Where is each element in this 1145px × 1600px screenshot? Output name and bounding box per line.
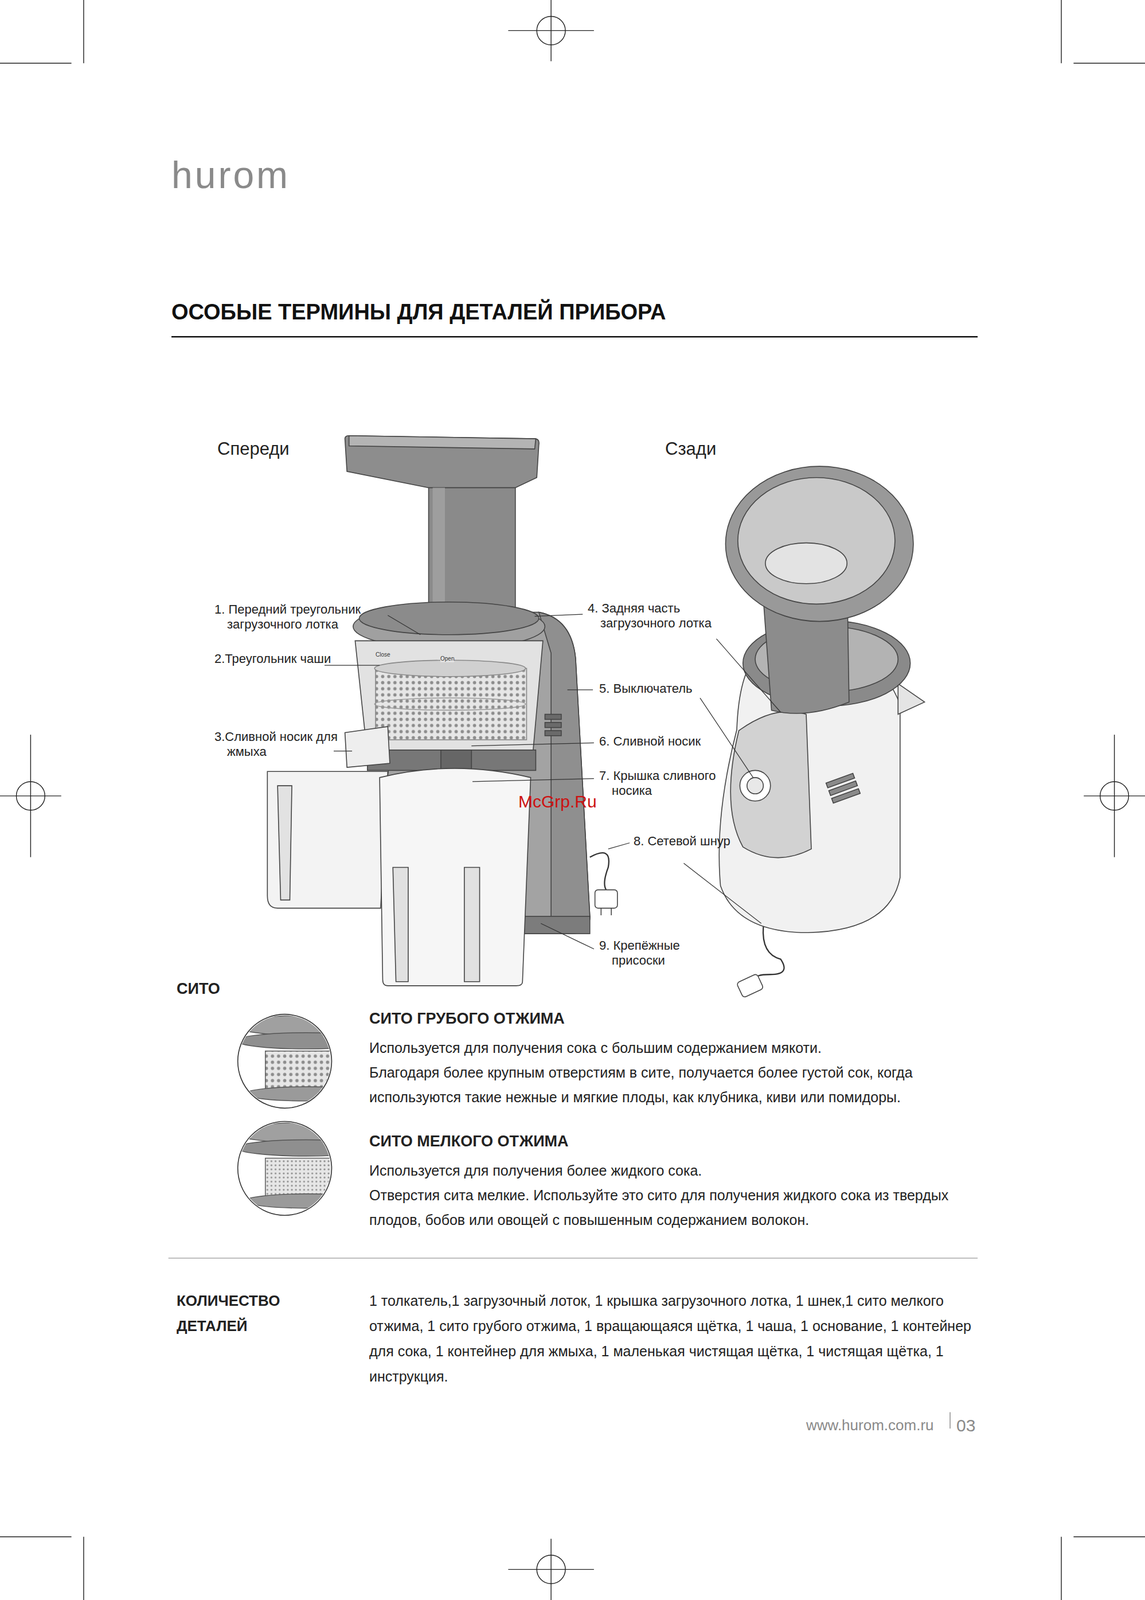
footer-url: www.hurom.com.ru xyxy=(806,1416,935,1434)
callout-label: 3.Сливной носик для жмыха xyxy=(214,729,346,760)
callout-label: 1. Передний треугольник загрузочного лот… xyxy=(214,602,397,633)
bowl-marking: Close xyxy=(375,651,391,659)
view-label: Сзади xyxy=(665,438,717,460)
parts-list: 1 толкатель,1 загрузочный лоток, 1 крышк… xyxy=(369,1287,983,1389)
sieve-text: Отверстия сита мелкие. Используйте это с… xyxy=(369,1182,1000,1233)
callout-label: 5. Выключатель xyxy=(599,681,693,697)
callout-label: 7. Крышка сливного носика xyxy=(599,768,737,799)
callout-label: 6. Сливной носик xyxy=(599,733,701,749)
sieve-text: Используется для получения более жидкого… xyxy=(369,1158,1000,1183)
section-heading: КОЛИЧЕСТВО ДЕТАЛЕЙ xyxy=(176,1287,309,1339)
page-title: ОСОБЫЕ ТЕРМИНЫ ДЛЯ ДЕТАЛЕЙ ПРИБОРА xyxy=(171,299,667,326)
callout-label: 4. Задняя часть загрузочного лотка xyxy=(587,600,748,632)
callout-label: 8. Сетевой шнур xyxy=(633,833,734,849)
callout-label: 9. Крепёжные присоски xyxy=(599,938,718,969)
logo: hurom xyxy=(171,155,291,194)
section-heading: СИТО xyxy=(176,979,221,998)
bowl-marking: Open xyxy=(440,655,455,663)
callout-label: 2.Треугольник чаши xyxy=(214,651,334,667)
view-label: Спереди xyxy=(217,438,290,460)
sieve-text: Используется для получения сока с больши… xyxy=(369,1035,1000,1061)
sieve-text: Благодаря более крупным отверстиям в сит… xyxy=(369,1060,1000,1110)
sieve-heading: СИТО МЕЛКОГО ОТЖИМА xyxy=(369,1131,569,1151)
page-number: 03 xyxy=(956,1415,976,1436)
watermark: McGrp.Ru xyxy=(518,791,597,812)
sieve-heading: СИТО ГРУБОГО ОТЖИМА xyxy=(369,1009,565,1028)
